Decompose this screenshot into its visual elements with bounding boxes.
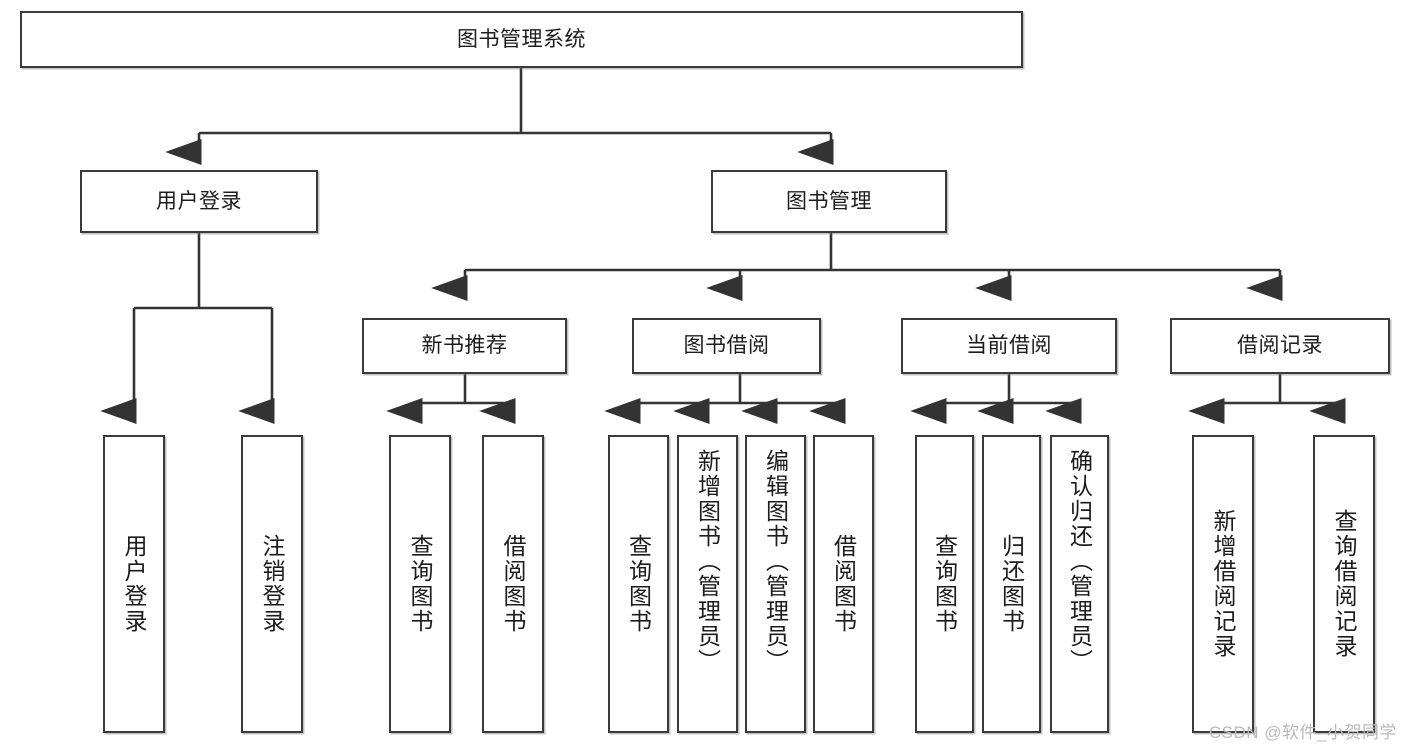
node-book-borrow[interactable]: 图书借阅 xyxy=(632,318,821,374)
node-current-borrow-label: 当前借阅 xyxy=(966,334,1052,358)
leaf-new-book-borrow[interactable]: 借阅图书 xyxy=(482,435,544,733)
leaf-record-query-label: 查询借阅记录 xyxy=(1331,509,1358,659)
leaf-user-login-logout[interactable]: 注销登录 xyxy=(241,435,303,733)
leaf-borrow-add-book[interactable]: 新增图书（管理员） xyxy=(677,435,738,733)
leaf-new-book-query[interactable]: 查询图书 xyxy=(389,435,451,733)
node-user-login[interactable]: 用户登录 xyxy=(80,170,318,233)
leaf-borrow-borrow-book[interactable]: 借阅图书 xyxy=(813,435,874,733)
leaf-current-query-book-label: 查询图书 xyxy=(931,534,958,634)
leaf-new-book-query-label: 查询图书 xyxy=(407,534,434,634)
leaf-record-add-label: 新增借阅记录 xyxy=(1210,509,1237,659)
node-user-login-label: 用户登录 xyxy=(156,189,242,213)
leaf-current-return-book[interactable]: 归还图书 xyxy=(982,435,1041,733)
leaf-record-query[interactable]: 查询借阅记录 xyxy=(1313,435,1375,733)
leaf-borrow-add-book-label: 新增图书（管理员） xyxy=(694,449,721,674)
node-book-borrow-label: 图书借阅 xyxy=(683,334,770,358)
node-new-book-recommend[interactable]: 新书推荐 xyxy=(362,318,567,374)
leaf-current-confirm-return[interactable]: 确认归还（管理员） xyxy=(1050,435,1109,733)
leaf-borrow-query-book[interactable]: 查询图书 xyxy=(608,435,669,733)
leaf-user-login-login-label: 用户登录 xyxy=(121,534,148,634)
leaf-current-query-book[interactable]: 查询图书 xyxy=(915,435,974,733)
node-book-management[interactable]: 图书管理 xyxy=(711,170,947,233)
leaf-borrow-query-book-label: 查询图书 xyxy=(625,534,652,634)
leaf-current-confirm-return-label: 确认归还（管理员） xyxy=(1066,449,1093,674)
node-root-label: 图书管理系统 xyxy=(457,27,586,51)
watermark: CSDN @软件_小贺同学 xyxy=(1208,723,1397,742)
leaf-borrow-edit-book-label: 编辑图书（管理员） xyxy=(762,449,789,674)
leaf-borrow-borrow-book-label: 借阅图书 xyxy=(830,534,857,634)
node-current-borrow[interactable]: 当前借阅 xyxy=(901,318,1117,374)
leaf-user-login-login[interactable]: 用户登录 xyxy=(103,435,165,733)
node-borrow-record-label: 借阅记录 xyxy=(1237,334,1323,358)
node-root[interactable]: 图书管理系统 xyxy=(20,11,1023,68)
leaf-new-book-borrow-label: 借阅图书 xyxy=(500,534,527,634)
leaf-borrow-edit-book[interactable]: 编辑图书（管理员） xyxy=(745,435,806,733)
node-book-management-label: 图书管理 xyxy=(786,189,872,213)
leaf-record-add[interactable]: 新增借阅记录 xyxy=(1192,435,1254,733)
node-borrow-record[interactable]: 借阅记录 xyxy=(1170,318,1390,374)
leaf-current-return-book-label: 归还图书 xyxy=(998,534,1025,634)
node-new-book-recommend-label: 新书推荐 xyxy=(421,334,508,358)
leaf-user-login-logout-label: 注销登录 xyxy=(259,534,286,634)
